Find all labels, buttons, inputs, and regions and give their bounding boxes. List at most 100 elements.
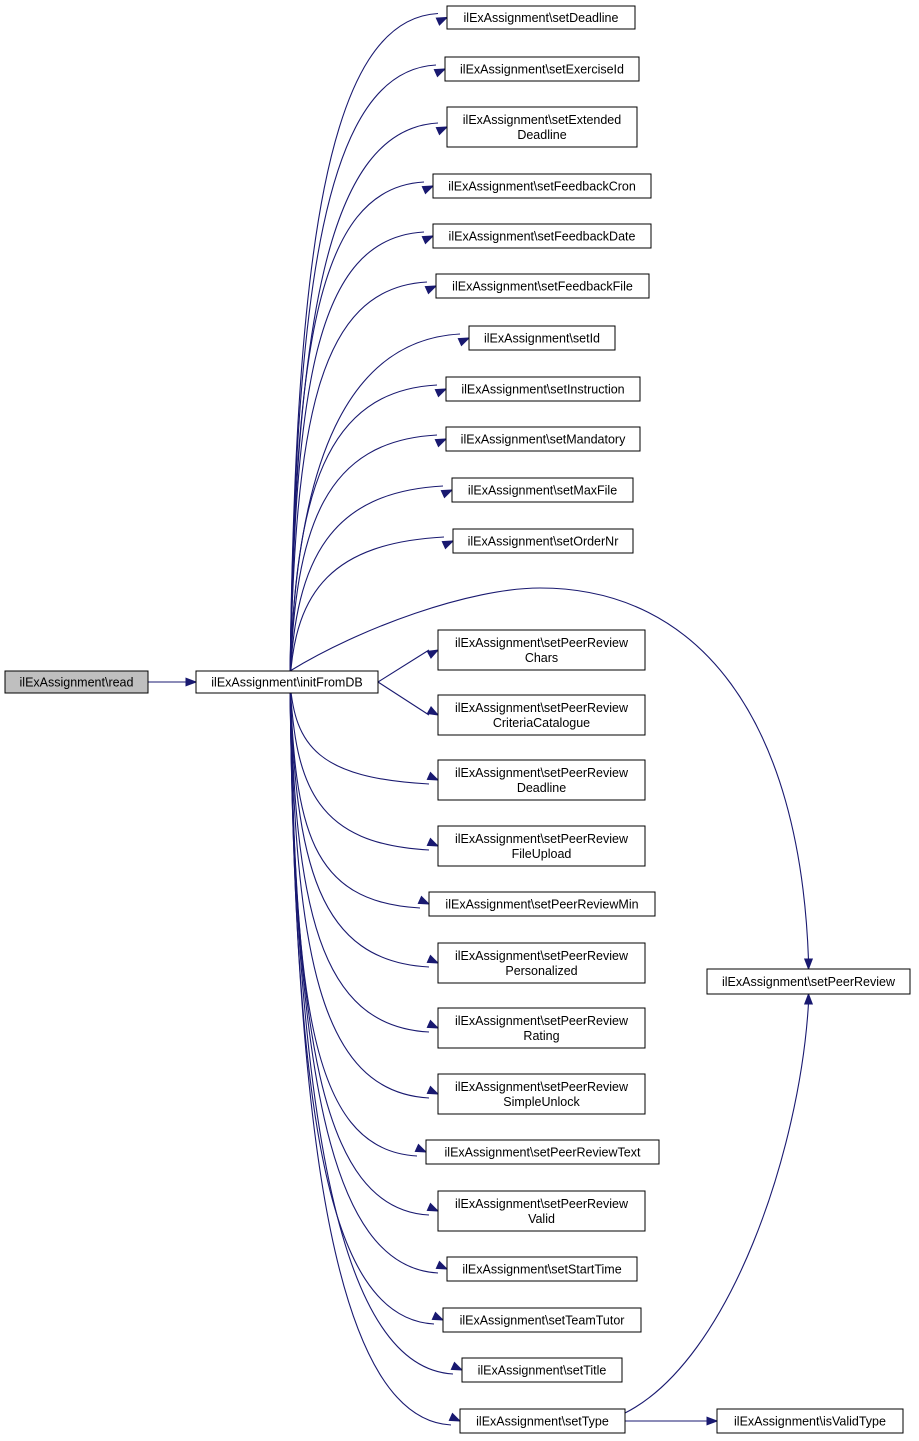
edge-setType-to-setPeerReview-arrow: [803, 992, 814, 1005]
node-setTeamTutor[interactable]: ilExAssignment\setTeamTutor: [442, 1307, 642, 1333]
node-setPeerReviewRating-label-2: Rating: [523, 1029, 559, 1043]
node-initFromDB[interactable]: ilExAssignment\initFromDB: [195, 670, 379, 694]
node-setPeerReviewCriteriaCatalogue[interactable]: ilExAssignment\setPeerReviewCriteriaCata…: [437, 694, 646, 736]
node-setPeerReviewDeadline-label-2: Deadline: [517, 781, 566, 795]
node-setId[interactable]: ilExAssignment\setId: [468, 325, 616, 351]
edge-initFromDB-to-setPeerReviewSimpleUnlock: [289, 681, 440, 1099]
node-setType-label-1: ilExAssignment\setType: [476, 1415, 609, 1429]
edge-initFromDB-to-setInstruction: [289, 384, 448, 683]
node-setPeerReviewDeadline-box: [437, 759, 646, 801]
node-setPeerReviewPersonalized-label-2: Personalized: [505, 964, 577, 978]
edge-initFromDB-to-setType: [289, 681, 462, 1426]
edge-initFromDB-to-setPeerReview-arrow: [803, 958, 814, 971]
edge-initFromDB-to-setInstruction-arrow: [434, 388, 448, 398]
edge-initFromDB-to-setPeerReview: [289, 587, 814, 971]
node-setPeerReviewValid-box: [437, 1190, 646, 1232]
edge-initFromDB-to-setPeerReviewMin-line: [289, 681, 421, 909]
node-setType[interactable]: ilExAssignment\setType: [459, 1408, 626, 1434]
edge-initFromDB-to-setFeedbackDate-line: [289, 231, 425, 683]
edge-initFromDB-to-setPeerReviewPersonalized-line: [289, 681, 430, 968]
node-isValidType-label-1: ilExAssignment\isValidType: [734, 1415, 886, 1429]
node-setFeedbackCron[interactable]: ilExAssignment\setFeedbackCron: [432, 173, 652, 199]
node-setExtendedDeadline-box: [446, 106, 638, 148]
node-setStartTime[interactable]: ilExAssignment\setStartTime: [446, 1256, 638, 1282]
node-setPeerReviewMin[interactable]: ilExAssignment\setPeerReviewMin: [428, 891, 656, 917]
node-setFeedbackFile[interactable]: ilExAssignment\setFeedbackFile: [435, 273, 650, 299]
node-setTitle[interactable]: ilExAssignment\setTitle: [461, 1357, 623, 1383]
edge-initFromDB-to-setMandatory-line: [289, 434, 438, 683]
edge-initFromDB-to-setPeerReviewDeadline: [289, 681, 440, 785]
edge-initFromDB-to-setInstruction-line: [289, 384, 438, 683]
node-setMandatory-box: [445, 426, 641, 452]
node-setInstruction-label-1: ilExAssignment\setInstruction: [461, 383, 624, 397]
edge-initFromDB-to-setMaxFile-line: [289, 485, 444, 683]
node-setExerciseId[interactable]: ilExAssignment\setExerciseId: [444, 56, 640, 82]
node-setPeerReviewText[interactable]: ilExAssignment\setPeerReviewText: [425, 1139, 660, 1165]
node-setId-label-1: ilExAssignment\setId: [484, 332, 600, 346]
edge-initFromDB-to-setTitle-line: [289, 681, 454, 1375]
edge-initFromDB-to-setFeedbackFile-arrow: [424, 285, 438, 295]
edge-initFromDB-to-setStartTime-line: [289, 681, 439, 1274]
edge-setType-to-setPeerReview: [624, 992, 814, 1414]
edge-initFromDB-to-setPeerReviewCriteriaCatalogue-arrow: [426, 705, 440, 716]
node-setPeerReviewDeadline-label-1: ilExAssignment\setPeerReview: [455, 766, 629, 780]
edge-initFromDB-to-setOrderNr-arrow: [441, 540, 455, 550]
node-setMandatory-label-1: ilExAssignment\setMandatory: [461, 433, 626, 447]
edge-initFromDB-to-setType-arrow: [448, 1412, 462, 1422]
node-setMandatory[interactable]: ilExAssignment\setMandatory: [445, 426, 641, 452]
node-setPeerReviewText-box: [425, 1139, 660, 1165]
node-setDeadline[interactable]: ilExAssignment\setDeadline: [446, 5, 636, 30]
node-isValidType[interactable]: ilExAssignment\isValidType: [716, 1408, 904, 1434]
edge-initFromDB-to-setFeedbackDate-arrow: [421, 235, 435, 245]
node-setPeerReviewFileUpload-label-1: ilExAssignment\setPeerReview: [455, 832, 629, 846]
node-setFeedbackDate-box: [432, 223, 652, 249]
edge-initFromDB-to-setOrderNr: [289, 536, 455, 683]
edge-initFromDB-to-setPeerReviewSimpleUnlock-line: [289, 681, 430, 1099]
edge-initFromDB-to-setExtendedDeadline: [289, 122, 449, 683]
edge-initFromDB-to-setExtendedDeadline-arrow: [435, 126, 449, 136]
node-setOrderNr-label-1: ilExAssignment\setOrderNr: [468, 535, 619, 549]
node-setFeedbackCron-box: [432, 173, 652, 199]
node-setStartTime-label-1: ilExAssignment\setStartTime: [462, 1263, 621, 1277]
node-setPeerReviewFileUpload-label-2: FileUpload: [512, 847, 572, 861]
edge-initFromDB-to-setFeedbackFile-line: [289, 281, 428, 683]
node-setOrderNr-box: [452, 528, 634, 554]
node-read[interactable]: ilExAssignment\read: [4, 670, 149, 694]
node-setInstruction[interactable]: ilExAssignment\setInstruction: [445, 376, 641, 402]
node-setExerciseId-box: [444, 56, 640, 82]
edge-initFromDB-to-setPeerReviewChars: [377, 649, 440, 683]
node-setPeerReviewChars-label-2: Chars: [525, 651, 558, 665]
node-setType-box: [459, 1408, 626, 1434]
edge-initFromDB-to-setDeadline-line: [289, 12, 439, 683]
edges-layer: [148, 12, 814, 1426]
node-setOrderNr[interactable]: ilExAssignment\setOrderNr: [452, 528, 634, 554]
edge-initFromDB-to-setPeerReviewRating-arrow: [426, 1019, 440, 1029]
edge-initFromDB-to-setFeedbackCron: [289, 181, 435, 683]
node-setTeamTutor-box: [442, 1307, 642, 1333]
node-setDeadline-box: [446, 5, 636, 30]
node-setPeerReview[interactable]: ilExAssignment\setPeerReview: [706, 968, 911, 995]
node-setPeerReviewMin-label-1: ilExAssignment\setPeerReviewMin: [445, 898, 638, 912]
node-setFeedbackDate[interactable]: ilExAssignment\setFeedbackDate: [432, 223, 652, 249]
node-setTeamTutor-label-1: ilExAssignment\setTeamTutor: [460, 1314, 625, 1328]
node-setExerciseId-label-1: ilExAssignment\setExerciseId: [460, 63, 624, 77]
edge-initFromDB-to-setPeerReviewChars-arrow: [426, 649, 440, 659]
edge-read-to-initFromDB: [148, 677, 198, 687]
node-setPeerReviewPersonalized-label-1: ilExAssignment\setPeerReview: [455, 949, 629, 963]
edge-initFromDB-to-setExtendedDeadline-line: [289, 122, 439, 683]
edge-initFromDB-to-setFeedbackCron-line: [289, 181, 425, 683]
edge-initFromDB-to-setPeerReviewSimpleUnlock-arrow: [426, 1085, 440, 1095]
edge-setType-to-isValidType: [625, 1416, 719, 1426]
node-setMaxFile[interactable]: ilExAssignment\setMaxFile: [451, 477, 634, 503]
node-setMaxFile-label-1: ilExAssignment\setMaxFile: [468, 484, 617, 498]
edge-initFromDB-to-setPeerReviewValid-arrow: [426, 1202, 440, 1212]
edge-initFromDB-to-setPeerReviewFileUpload-arrow: [426, 837, 440, 847]
